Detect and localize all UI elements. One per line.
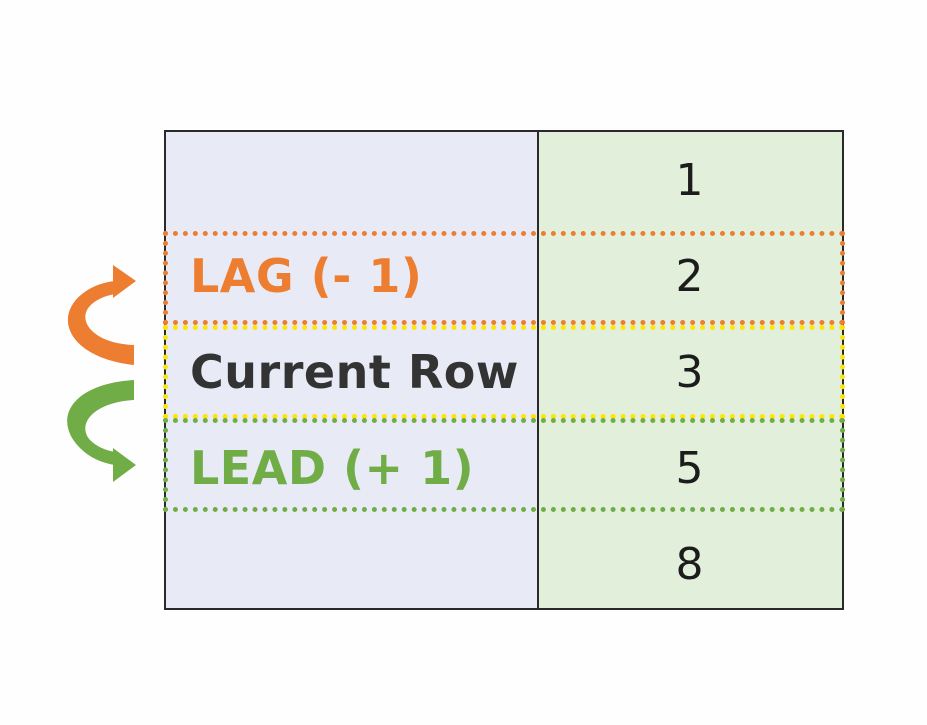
label-column [166, 132, 537, 608]
row-value-5: 8 [675, 538, 704, 590]
row-value-4: 5 [675, 442, 704, 494]
value-column [537, 132, 842, 608]
row-value-3: 3 [675, 346, 704, 398]
lag-label: LAG (- 1) [190, 249, 423, 303]
row-value-1: 1 [675, 154, 704, 206]
row-value-2: 2 [675, 250, 704, 302]
current-row-label: Current Row [190, 345, 519, 399]
lag-curved-arrow-icon [67, 265, 136, 365]
value-table: 1 2 3 5 8 LAG (- 1) Current Row LEAD (+ … [164, 130, 844, 610]
lead-curved-arrow-icon [67, 380, 136, 482]
lead-label: LEAD (+ 1) [190, 441, 475, 495]
